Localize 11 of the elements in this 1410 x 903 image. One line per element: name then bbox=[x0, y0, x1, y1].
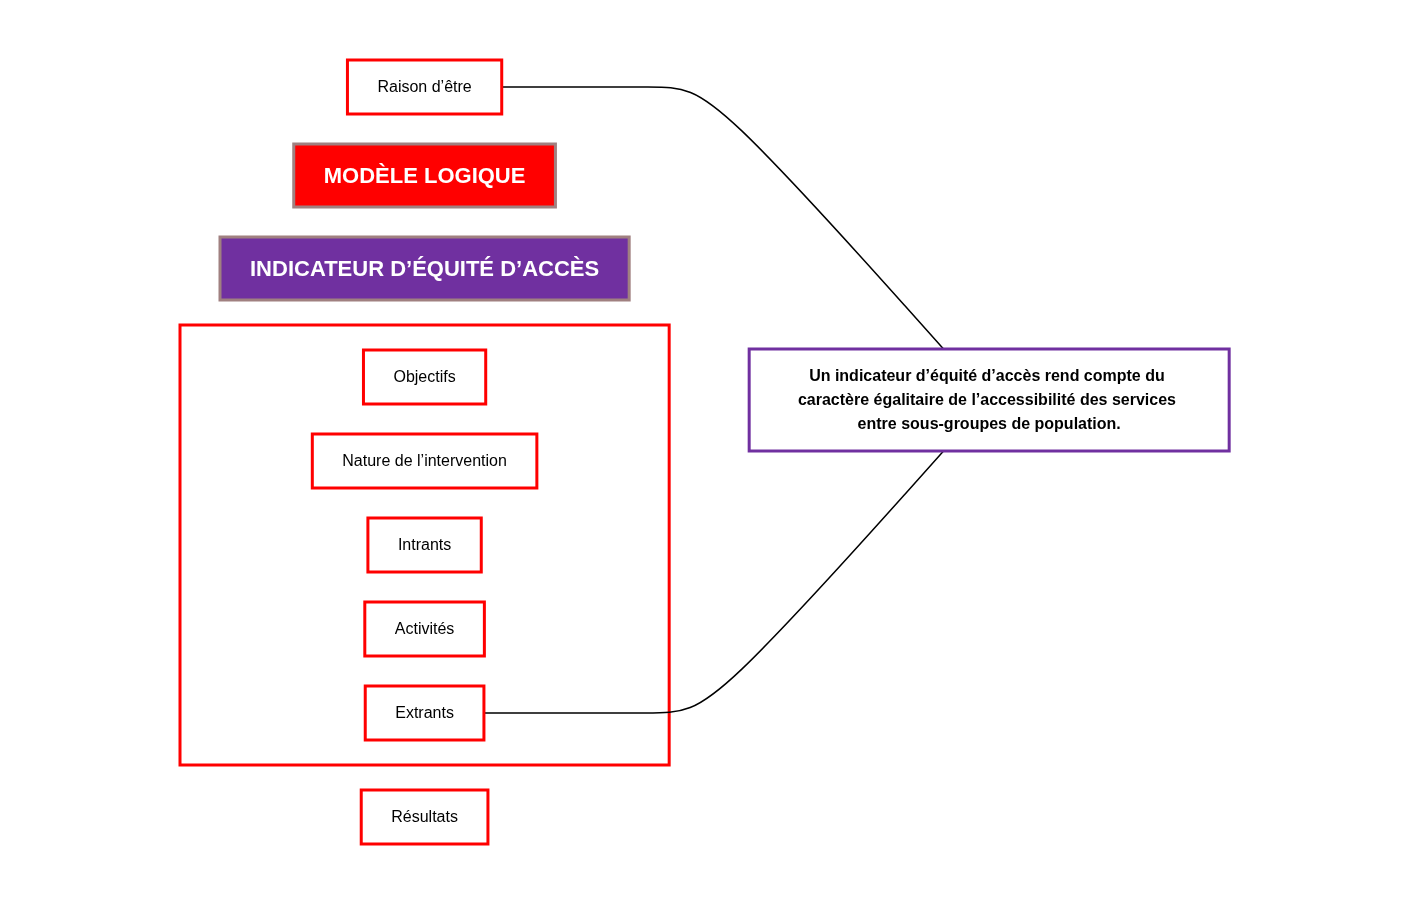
node-box: Objectifs bbox=[362, 348, 488, 405]
node-box: Extrants bbox=[364, 684, 486, 741]
node-box: INDICATEUR D’ÉQUITÉ D’ACCÈS bbox=[218, 235, 632, 301]
node-box: Résultats bbox=[360, 788, 490, 845]
node-box: MODÈLE LOGIQUE bbox=[292, 142, 558, 208]
cluster bbox=[178, 323, 672, 766]
node-box: Activités bbox=[363, 600, 487, 657]
node-box: Un indicateur d’équité d’accès rend compte du caractère égalitaire de l’accessibilité des services entre sous-groupes de population. bbox=[748, 347, 1232, 452]
node-box: Raison d’être bbox=[346, 58, 504, 115]
node-box: Nature de l’intervention bbox=[311, 432, 539, 489]
node-box: Intrants bbox=[366, 516, 484, 573]
